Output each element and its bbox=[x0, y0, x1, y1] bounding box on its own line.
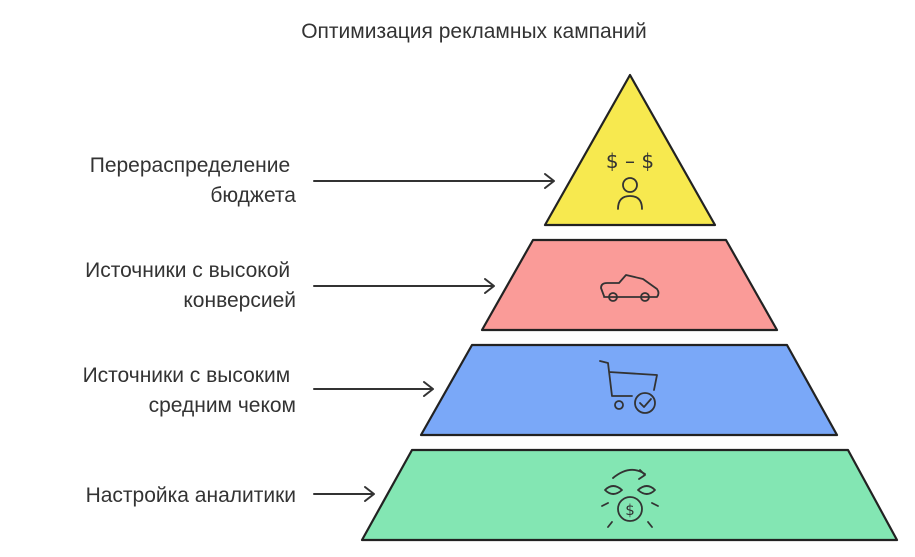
cart-check-icon bbox=[599, 360, 658, 414]
budget-person-icon: $ – $ bbox=[606, 149, 654, 210]
tier-2-arrow bbox=[313, 278, 495, 294]
tier-3-arrow bbox=[313, 381, 434, 397]
tier-3-high-average-check: Источники с высоким средним чеком bbox=[83, 343, 839, 437]
tier-4-label: Настройка аналитики bbox=[86, 484, 296, 507]
coin-circle bbox=[617, 496, 643, 522]
tier-3-shape bbox=[419, 343, 839, 437]
side-leaf-right bbox=[637, 485, 656, 495]
tier-4-arrow bbox=[313, 486, 375, 502]
tier-4-analytics-setup: $ Настройка аналитики bbox=[86, 448, 899, 542]
tier-1-budget-redistribution: $ – $ Перераспределение бюджета bbox=[90, 73, 717, 227]
diagram-title: Оптимизация рекламных кампаний bbox=[301, 20, 647, 43]
tick-right bbox=[651, 502, 659, 507]
tick-left bbox=[601, 502, 609, 507]
person-head bbox=[622, 177, 638, 193]
tier-2-shape bbox=[480, 238, 779, 332]
tick-bottom-left bbox=[607, 521, 613, 528]
money-cycle-icon: $ bbox=[601, 468, 659, 528]
car-body bbox=[600, 274, 660, 298]
tier-1-arrow bbox=[313, 173, 555, 189]
tier-1-shape bbox=[543, 73, 717, 227]
tier-2-label: Источники с высокой конверсией bbox=[85, 259, 296, 312]
tick-bottom-right bbox=[647, 521, 653, 528]
coin-dollar-sign: $ bbox=[625, 501, 635, 519]
car-wheel-front bbox=[608, 292, 618, 302]
car-icon bbox=[600, 274, 660, 302]
cart-frame bbox=[599, 360, 658, 397]
check-mark bbox=[639, 398, 652, 408]
cart-wheel bbox=[614, 400, 624, 410]
tier-1-label: Перераспределение бюджета bbox=[90, 154, 297, 207]
side-leaf-left bbox=[604, 485, 623, 495]
tier-2-high-conversion: Источники с высокой конверсией bbox=[85, 238, 779, 332]
tier-3-label: Источники с высоким средним чеком bbox=[83, 364, 296, 417]
person-body bbox=[617, 195, 643, 210]
tier-4-shape bbox=[360, 448, 899, 542]
cycle-arrowhead bbox=[638, 469, 646, 480]
budget-person-icon-text: $ – $ bbox=[606, 149, 654, 173]
car-wheel-rear bbox=[640, 292, 650, 302]
check-circle bbox=[634, 392, 656, 414]
